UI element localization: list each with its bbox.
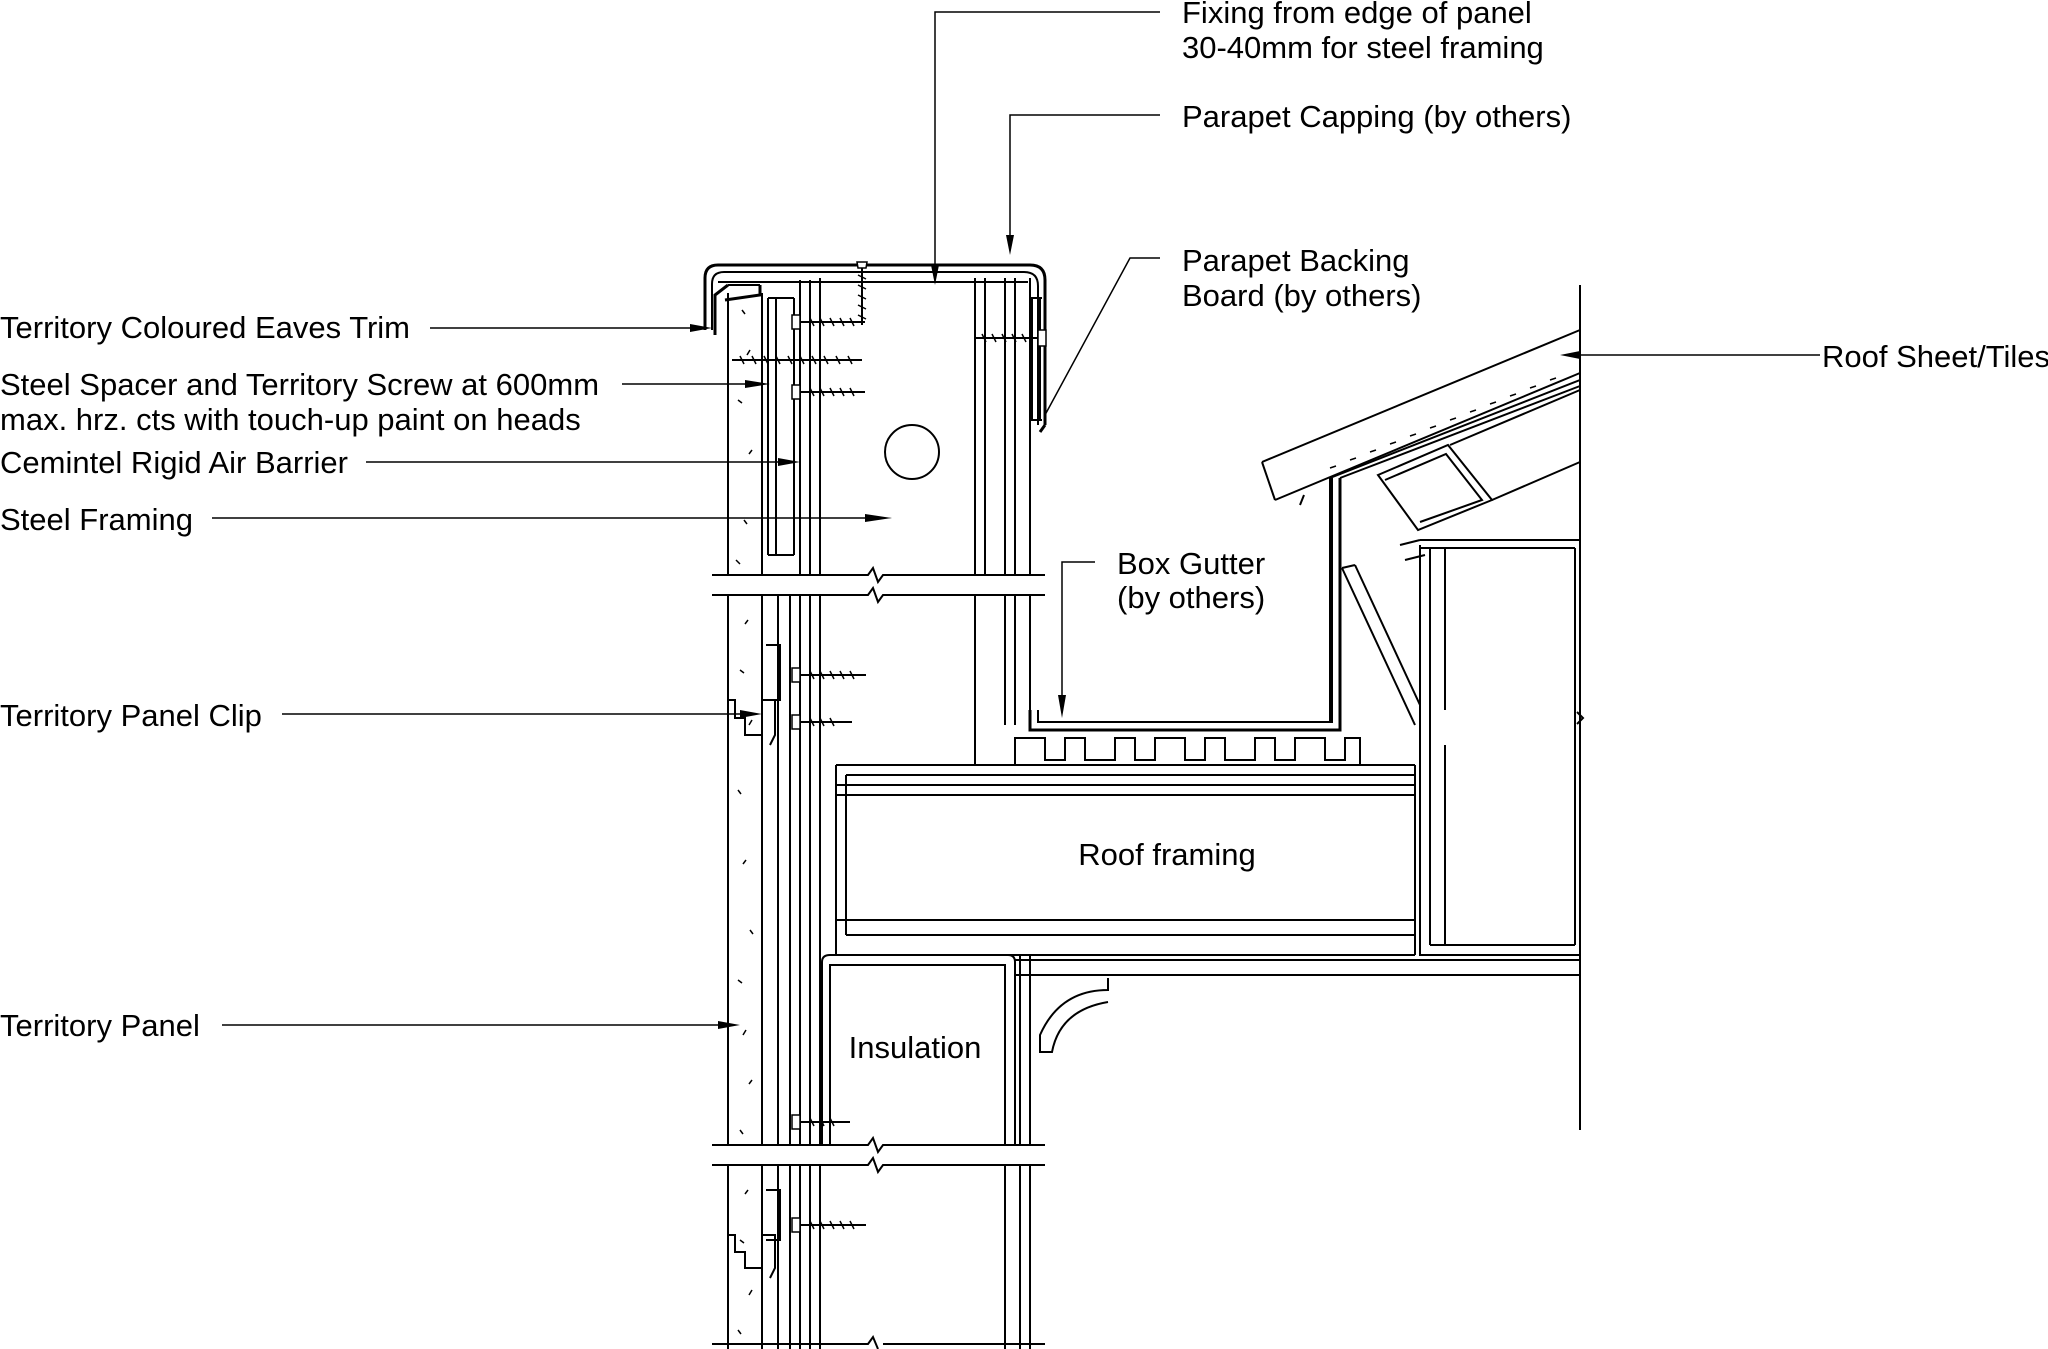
label-roof-framing: Roof framing: [1078, 837, 1255, 872]
insulation: [821, 954, 1031, 1349]
label-parapet-backing-line2: Board (by others): [1182, 278, 1422, 313]
screws: [732, 261, 1047, 1233]
label-territory-panel: Territory Panel: [0, 1008, 200, 1043]
roof-framing-beam: [835, 764, 1415, 956]
box-gutter: [1014, 478, 1361, 765]
label-insulation: Insulation: [849, 1030, 982, 1065]
label-fixing-line2: 30-40mm for steel framing: [1182, 30, 1544, 65]
label-spacer-line2: max. hrz. cts with touch-up paint on hea…: [0, 402, 581, 437]
label-parapet-backing-line1: Parapet Backing: [1182, 243, 1409, 278]
leaders: [212, 11, 1820, 1029]
label-box-gutter-line2: (by others): [1117, 580, 1265, 615]
screw-top-vertical: [856, 261, 868, 325]
break-lines: [712, 565, 1045, 1349]
label-spacer-line1: Steel Spacer and Territory Screw at 600m…: [0, 367, 599, 402]
roof-sheet: [1261, 329, 1581, 726]
label-fixing-line1: Fixing from edge of panel: [1182, 0, 1532, 30]
label-box-gutter-line1: Box Gutter: [1117, 546, 1265, 581]
label-steel-framing: Steel Framing: [0, 502, 193, 537]
roof-rafter-support: [1414, 285, 1585, 1130]
annotation-labels: Fixing from edge of panel 30-40mm for st…: [0, 0, 2048, 1065]
ceiling-soffit: [1015, 959, 1580, 1053]
service-hole: [884, 424, 940, 480]
label-roof-sheet: Roof Sheet/Tiles: [1822, 339, 2048, 374]
label-parapet-capping: Parapet Capping (by others): [1182, 99, 1571, 134]
parapet-capping: [703, 263, 1047, 433]
parapet-backing-board: [1030, 297, 1042, 421]
steel-framing-studs: [799, 278, 1031, 1349]
air-barrier: [766, 297, 795, 1349]
label-panel-clip: Territory Panel Clip: [0, 698, 262, 733]
label-air-barrier: Cemintel Rigid Air Barrier: [0, 445, 348, 480]
label-eaves-trim: Territory Coloured Eaves Trim: [0, 310, 410, 345]
